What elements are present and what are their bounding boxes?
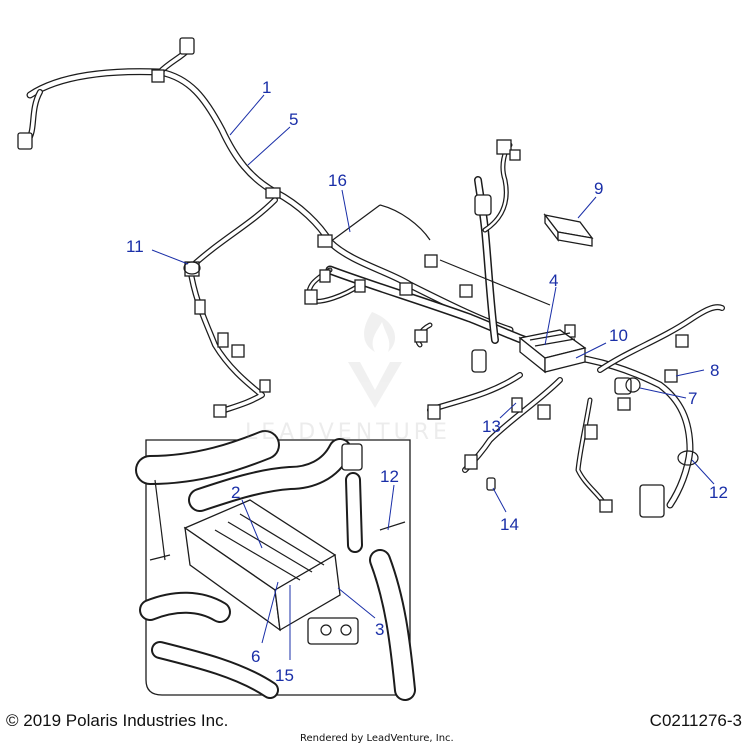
fuse-box-inset [135, 430, 416, 701]
callout-9: 9 [594, 179, 603, 198]
callout-1: 1 [262, 78, 271, 97]
callout-5: 5 [289, 110, 298, 129]
callout-labels: 1 5 16 9 11 4 10 8 7 13 12 14 12 2 3 6 1… [126, 78, 728, 685]
callout-3: 3 [375, 620, 384, 639]
callout-8: 8 [710, 361, 719, 380]
leadventure-watermark-logo [348, 312, 402, 408]
clips [183, 261, 699, 466]
fastener-part-14 [486, 477, 496, 491]
callout-15: 15 [275, 666, 294, 685]
callout-10: 10 [609, 326, 628, 345]
callout-4: 4 [549, 271, 558, 290]
callout-2: 2 [231, 483, 240, 502]
fuse-box [518, 329, 587, 374]
callout-14: 14 [500, 515, 519, 534]
watermark-text: LEADVENTURE [245, 420, 451, 445]
callout-11: 11 [126, 237, 144, 256]
rendered-by-text: Rendered by LeadVenture, Inc. [300, 733, 454, 744]
copyright-text: © 2019 Polaris Industries Inc. [6, 711, 229, 730]
callout-13: 13 [482, 417, 501, 436]
connectors [17, 37, 689, 518]
callout-7: 7 [688, 389, 697, 408]
figure-number: C0211276-3 [649, 711, 742, 730]
callout-16: 16 [328, 171, 347, 190]
callout-6: 6 [251, 647, 260, 666]
leader-lines [151, 94, 715, 660]
module-part-9 [543, 213, 594, 247]
callout-12-inset: 12 [380, 467, 399, 486]
callout-12-main: 12 [709, 483, 728, 502]
